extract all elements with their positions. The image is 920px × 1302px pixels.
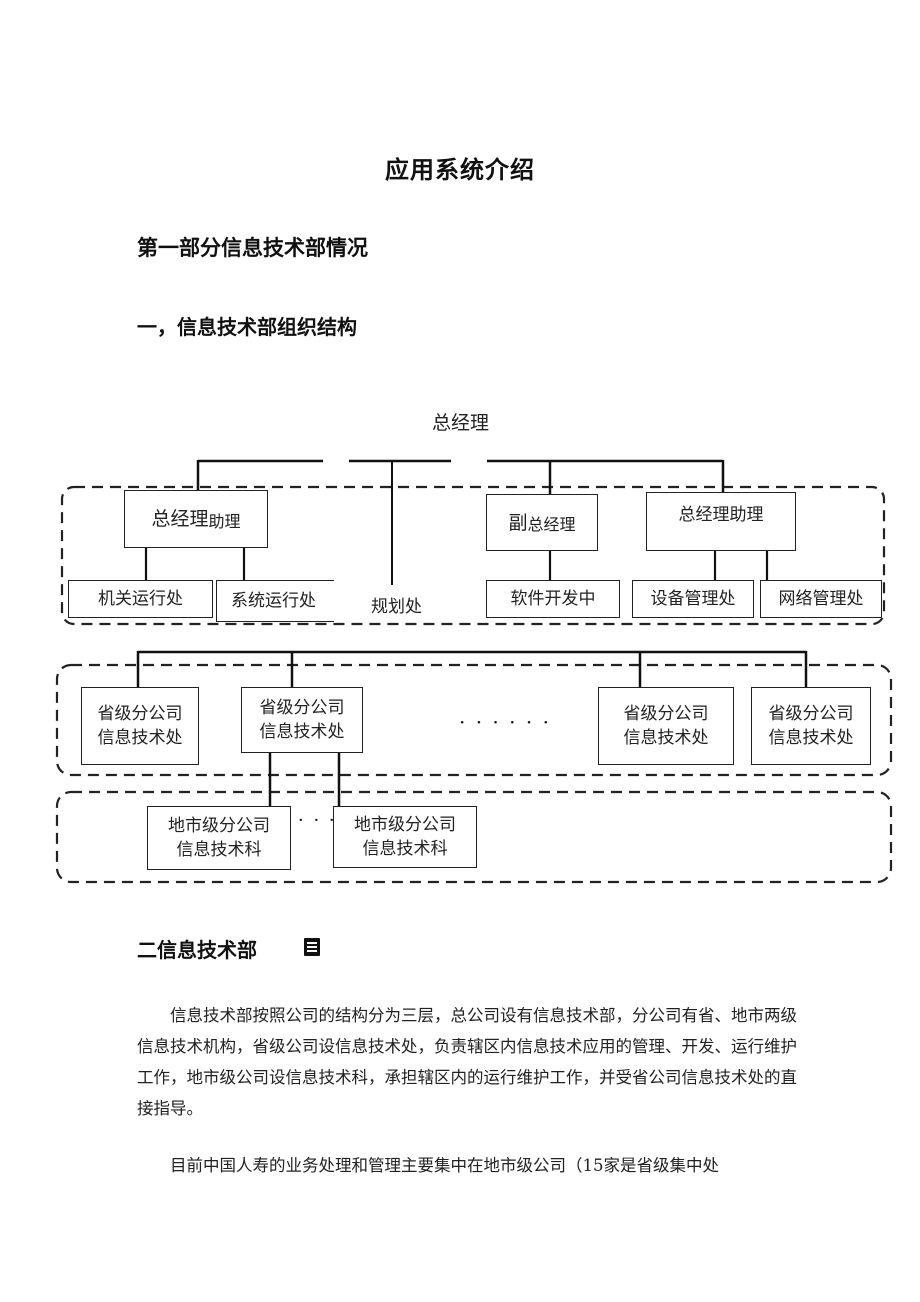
org-node-assistant-gm-left-main: 总经理	[151, 508, 209, 530]
org-node-deputy-gm: 副总经理	[486, 494, 598, 551]
province-ellipsis: · · · · · ·	[459, 710, 551, 734]
org-node-system-operations: 系统运行处	[216, 580, 334, 622]
org-node-assistant-gm-right: 总经理助理	[646, 492, 796, 551]
org-node-assistant-gm-left: 总经理助理	[124, 490, 268, 548]
document-icon	[304, 938, 320, 956]
org-node-city-it-2: 地市级分公司 信息技术科	[333, 806, 477, 868]
province-line1: 省级分公司	[259, 698, 345, 718]
paragraph-it-structure: 信息技术部按照公司的结构分为三层，总公司设有信息技术部，分公司有省、地市两级信息…	[137, 1006, 797, 1118]
page-title: 应用系统介绍	[385, 156, 535, 184]
paragraph-business-processing: 目前中国人寿的业务处理和管理主要集中在地市级公司（15家是省级集中处	[170, 1156, 719, 1175]
province-line1: 省级分公司	[623, 704, 709, 724]
org-node-city-it-1: 地市级分公司 信息技术科	[147, 806, 291, 870]
province-line2: 信息技术处	[259, 722, 345, 742]
province-group-dashed-border	[55, 663, 893, 777]
org-chart-lines	[55, 459, 893, 884]
city-line2: 信息技术科	[176, 840, 262, 860]
org-node-general-manager: 总经理	[432, 412, 490, 434]
section-heading-part-one: 第一部分信息技术部情况	[137, 236, 368, 260]
org-node-equipment-mgmt: 设备管理处	[632, 580, 754, 618]
city-group-dashed-border	[55, 790, 893, 884]
org-node-software-dev: 软件开发中	[486, 580, 620, 618]
province-line2: 信息技术处	[768, 728, 854, 748]
org-node-province-it-4: 省级分公司 信息技术处	[751, 687, 871, 765]
org-node-deputy-gm-suffix: 总经理	[527, 514, 576, 534]
org-node-province-it-3: 省级分公司 信息技术处	[598, 687, 734, 765]
province-line1: 省级分公司	[97, 704, 183, 724]
city-line1: 地市级分公司	[354, 815, 456, 835]
hq-group-dashed-border	[60, 485, 886, 626]
province-line1: 省级分公司	[768, 704, 854, 724]
subsection-heading-org-structure: 一，信息技术部组织结构	[137, 315, 357, 339]
org-node-deputy-gm-main: 副	[508, 511, 528, 534]
section-heading-it-dept: 二信息技术部	[137, 938, 257, 962]
city-line2: 信息技术科	[362, 839, 448, 859]
city-line1: 地市级分公司	[168, 816, 270, 836]
province-line2: 信息技术处	[623, 728, 709, 748]
org-node-network-mgmt: 网络管理处	[760, 580, 882, 618]
org-node-province-it-1: 省级分公司 信息技术处	[81, 687, 199, 765]
org-node-assistant-gm-left-suffix: 助理	[208, 512, 241, 531]
org-node-office-operations: 机关运行处	[68, 580, 213, 618]
org-chart: 总经理 总经理助理 规划处 副总经理 总经理助理 机关运行处 系统运行处 软件开…	[0, 380, 920, 900]
org-node-planning: 规划处	[371, 597, 422, 617]
org-node-province-it-2: 省级分公司 信息技术处	[241, 687, 363, 753]
province-line2: 信息技术处	[97, 728, 183, 748]
city-ellipsis: · · ·	[298, 810, 337, 831]
